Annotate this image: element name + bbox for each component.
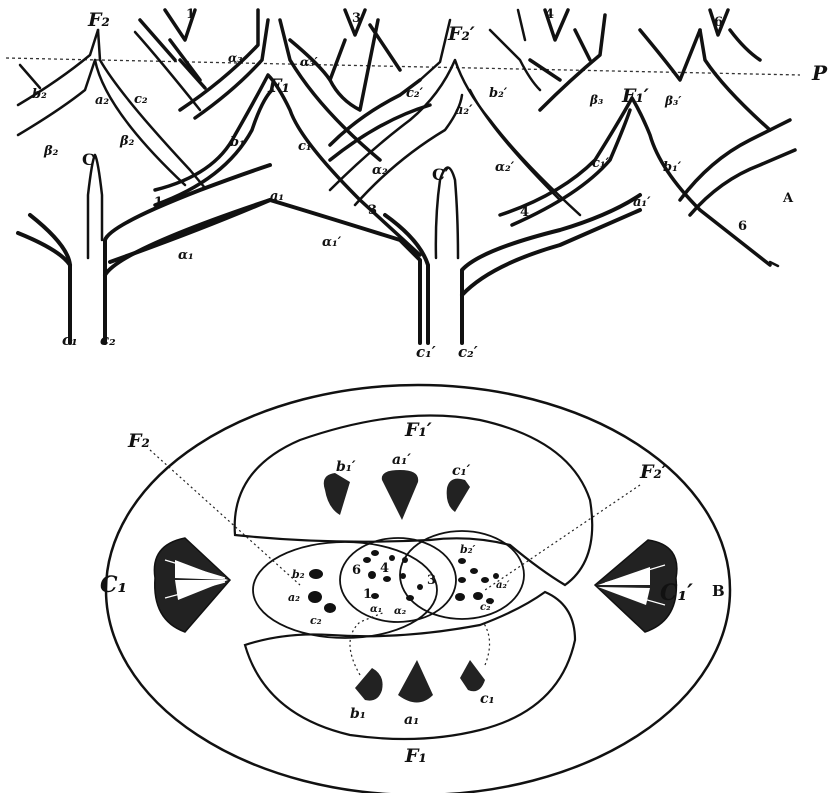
label-alpha1: α₁ [370,604,382,615]
left-canopy [18,30,205,188]
label-b1p: b₁′ [336,459,356,475]
label-f1: F₁ [267,75,290,97]
label-a2: a₂ [95,93,109,108]
label-c2p: c₂′ [480,602,493,613]
label-alpha1p: α₁′ [322,235,342,250]
label-f1p-top: F₁′ [404,419,432,441]
label-c1: c₁ [62,331,78,349]
label-b2-left: b₂ [32,87,47,102]
label-c1-big: C₁ [100,572,127,598]
label-alpha2p: α₂′ [495,160,515,175]
label-c1: c₁ [480,691,495,707]
number-1-mid: 1 [154,195,163,210]
label-c1-upper: c₁ [298,139,312,154]
label-b2p: b₂′ [460,543,476,556]
label-c1p-big: C₁′ [660,580,693,606]
label-a1: a₁ [270,189,284,204]
label-b2: b₂ [292,568,305,581]
label-f2: F₂ [127,430,150,452]
label-f2p: F₂′ [639,461,667,483]
label-alpha3: α₃ [228,51,243,65]
label-n6: 6 [352,563,361,578]
label-c: C [82,150,95,169]
label-beta3p: β₃′ [664,94,682,108]
label-n3: 3 [427,573,436,588]
inner-seeds [308,550,499,613]
figure-a: P A [6,7,828,361]
lower-cones [355,660,485,703]
label-a2p: a₂′ [496,580,510,591]
label-c2p: c₂′ [458,343,478,361]
right-trunks [385,168,640,344]
label-beta3: β₃ [589,93,603,107]
label-a2: a₂ [288,591,300,604]
inner-left-ellipse [253,542,437,638]
label-f2: F₂ [87,9,110,31]
figure-b: B [100,385,730,793]
plane-line-p [6,58,800,75]
label-c1p-small: c₁′ [452,463,471,479]
panel-letter-a: A [782,191,794,206]
label-a2p: a₂′ [455,103,473,118]
label-beta2b: β₂ [119,134,135,149]
label-f1p: F₁′ [621,85,649,107]
number-3-top: 3 [352,11,361,26]
label-c1p: c₁′ [416,343,436,361]
label-alpha2: α₂ [394,606,407,617]
number-3-mid: 3 [368,203,377,218]
label-a1p: a₁′ [633,195,651,210]
label-n4: 4 [380,561,389,576]
panel-letter-b: B [712,582,725,600]
figure-a-labels: F₂ F₂′ F₁ F₁′ C C′ c₁ c₂ c₁′ c₂′ a₁ a₁′ … [32,7,747,361]
label-beta2: β₂ [43,144,59,159]
label-b1: b₁ [350,706,366,722]
label-b2: b₂′ [489,86,508,101]
label-alpha3p: α₃′ [300,55,318,69]
label-c2: c₂ [310,614,322,627]
label-a1p: a₁′ [392,452,411,468]
label-f1-bottom: F₁ [404,745,427,767]
plane-label-p: P [811,61,828,85]
label-b1: b₁ [230,135,245,150]
label-cp: C′ [432,165,449,184]
number-4-top: 4 [545,7,554,22]
upper-cones [324,470,470,520]
label-c2p-upper: c₂′ [406,86,424,101]
label-n1: 1 [363,587,372,602]
label-alpha2: α₂ [372,163,388,178]
number-4-mid: 4 [520,205,529,220]
label-c1p-upper: c₁′ [592,156,610,171]
label-c2: c₂ [100,331,116,349]
label-f2p: F₂′ [447,23,475,45]
number-6-mid: 6 [738,219,747,234]
label-c2-upper: c₂ [134,92,148,107]
number-1-top: 1 [186,7,195,22]
number-6-top: 6 [714,15,723,30]
label-b1p: b₁′ [663,160,682,175]
f1p-canopy [500,10,795,266]
label-alpha1: α₁ [178,248,194,263]
cone-c1 [154,538,230,632]
label-a1: a₁ [404,712,419,728]
